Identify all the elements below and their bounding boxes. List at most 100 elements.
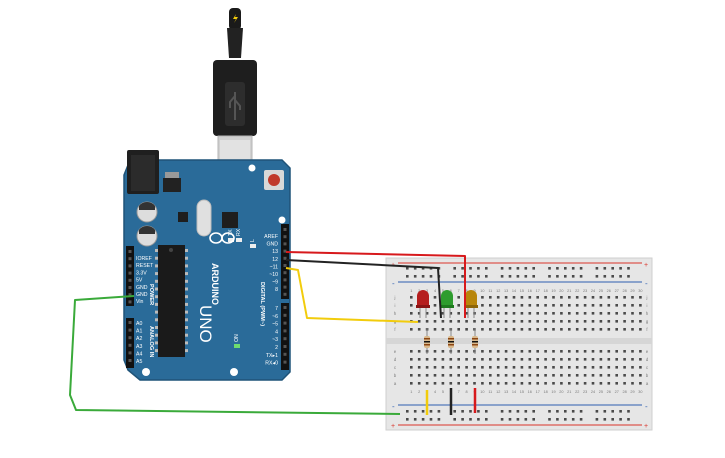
breadboard-hole[interactable] [465,366,468,369]
breadboard-hole[interactable] [520,312,524,315]
breadboard-hole[interactable] [631,366,634,369]
breadboard-hole[interactable] [410,382,413,385]
breadboard-hole[interactable] [417,312,421,315]
breadboard-hole[interactable] [457,320,460,323]
breadboard-hole[interactable] [512,374,516,377]
header-pin[interactable] [283,228,287,231]
breadboard-hole[interactable] [489,320,492,323]
header-pin[interactable] [283,321,287,325]
breadboard-hole[interactable] [441,320,445,323]
breadboard-hole[interactable] [512,350,516,353]
breadboard-hole[interactable] [591,320,595,323]
breadboard-hole[interactable] [504,320,508,323]
breadboard-hole[interactable] [575,304,579,307]
breadboard-hole[interactable] [512,312,516,315]
rail-hole[interactable] [477,267,480,270]
breadboard-hole[interactable] [623,320,626,323]
breadboard-hole[interactable] [417,328,421,331]
breadboard-hole[interactable] [504,312,508,315]
breadboard-hole[interactable] [560,320,563,323]
rail-hole[interactable] [461,267,464,270]
breadboard-hole[interactable] [512,358,516,361]
breadboard-hole[interactable] [441,374,445,377]
breadboard-hole[interactable] [575,312,579,315]
rail-hole[interactable] [500,267,504,270]
breadboard-hole[interactable] [615,328,618,331]
rail-hole[interactable] [611,275,614,278]
rail-hole[interactable] [579,418,583,421]
breadboard-hole[interactable] [504,374,508,377]
breadboard-hole[interactable] [544,296,547,299]
breadboard-hole[interactable] [568,296,571,299]
breadboard-hole[interactable] [575,374,579,377]
breadboard-hole[interactable] [607,312,611,315]
breadboard-hole[interactable] [615,296,618,299]
rail-hole[interactable] [611,267,614,270]
breadboard-hole[interactable] [607,350,611,353]
breadboard-hole[interactable] [552,312,555,315]
rail-hole[interactable] [619,267,622,270]
rail-hole[interactable] [532,410,535,413]
breadboard-hole[interactable] [607,366,611,369]
breadboard-hole[interactable] [568,374,571,377]
breadboard-hole[interactable] [536,366,539,369]
header-pin[interactable] [283,313,287,317]
rail-hole[interactable] [469,410,472,413]
breadboard-hole[interactable] [552,328,555,331]
header-pin[interactable] [283,329,287,333]
breadboard-hole[interactable] [631,320,634,323]
rail-hole[interactable] [469,418,472,421]
breadboard-hole[interactable] [465,350,468,353]
breadboard-hole[interactable] [410,358,413,361]
breadboard-hole[interactable] [568,312,571,315]
breadboard-hole[interactable] [528,374,532,377]
breadboard-hole[interactable] [552,320,555,323]
header-pin[interactable] [128,293,132,297]
rail-hole[interactable] [603,410,607,413]
breadboard-hole[interactable] [473,366,476,369]
breadboard-hole[interactable] [607,328,611,331]
breadboard-hole[interactable] [417,374,421,377]
rail-hole[interactable] [500,275,504,278]
breadboard-hole[interactable] [417,382,421,385]
breadboard-hole[interactable] [504,350,508,353]
breadboard-hole[interactable] [639,358,642,361]
breadboard-hole[interactable] [639,366,642,369]
breadboard-hole[interactable] [631,358,634,361]
breadboard-hole[interactable] [599,328,603,331]
breadboard-hole[interactable] [433,358,437,361]
rail-hole[interactable] [508,418,512,421]
breadboard-hole[interactable] [449,358,453,361]
header-pin[interactable] [283,285,287,289]
led-yellow[interactable] [464,290,478,318]
rail-hole[interactable] [469,267,472,270]
rail-hole[interactable] [556,267,559,270]
breadboard-hole[interactable] [631,382,634,385]
rail-hole[interactable] [453,410,456,413]
breadboard-hole[interactable] [568,304,571,307]
breadboard-hole[interactable] [639,312,642,315]
breadboard-hole[interactable] [615,382,618,385]
header-pin[interactable] [128,300,132,304]
breadboard-hole[interactable] [591,358,595,361]
breadboard-hole[interactable] [615,320,618,323]
breadboard-hole[interactable] [481,382,484,385]
breadboard-hole[interactable] [583,350,587,353]
breadboard-hole[interactable] [599,358,603,361]
breadboard-hole[interactable] [512,366,516,369]
breadboard-hole[interactable] [631,312,634,315]
rail-hole[interactable] [603,267,607,270]
breadboard-hole[interactable] [560,366,563,369]
breadboard-hole[interactable] [496,374,500,377]
rail-hole[interactable] [595,275,599,278]
rail-hole[interactable] [627,418,630,421]
breadboard-hole[interactable] [457,358,460,361]
rail-hole[interactable] [429,410,433,413]
breadboard-hole[interactable] [449,374,453,377]
breadboard-hole[interactable] [441,366,445,369]
breadboard-hole[interactable] [528,296,532,299]
rail-hole[interactable] [564,275,567,278]
breadboard-hole[interactable] [583,374,587,377]
header-pin[interactable] [128,359,132,362]
breadboard-hole[interactable] [560,312,563,315]
